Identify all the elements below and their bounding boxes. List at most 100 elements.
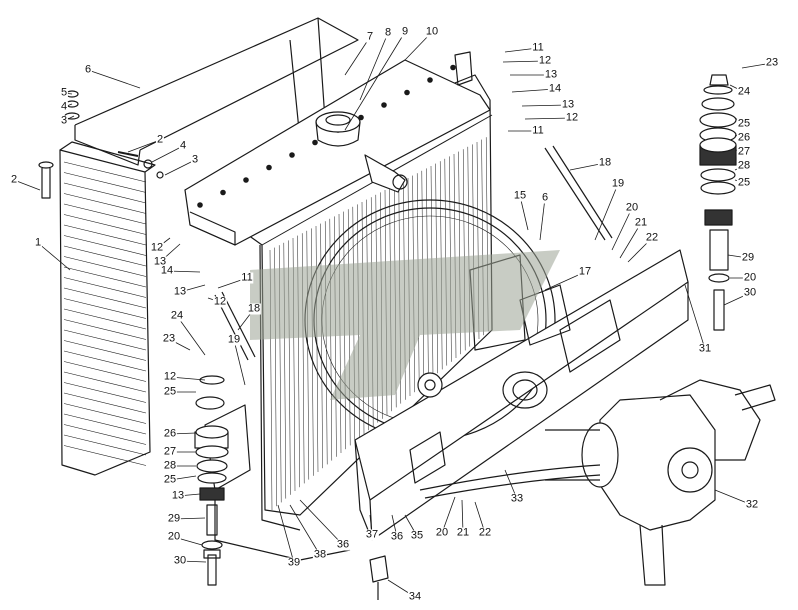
leader-line-13	[521, 104, 569, 107]
leader-line-12	[524, 117, 573, 120]
grille-slat	[63, 298, 147, 319]
callout-31: 31	[697, 342, 713, 355]
grille-slat	[63, 308, 147, 330]
leader-line-4	[151, 145, 184, 163]
grille-slat	[63, 319, 147, 340]
callout-19: 19	[610, 177, 626, 190]
mounting-lug	[454, 51, 473, 86]
leader-line-1	[37, 242, 71, 271]
callout-38: 38	[312, 548, 328, 561]
callout-5: 5	[59, 86, 69, 99]
grille-slat	[63, 361, 147, 382]
core-fin	[320, 223, 323, 469]
callout-19: 19	[226, 333, 242, 346]
tank-bolt	[220, 189, 226, 196]
callout-12: 12	[537, 54, 553, 67]
callout-29: 29	[166, 512, 182, 525]
frame-rail	[354, 249, 689, 541]
callout-22: 22	[644, 231, 660, 244]
callout-30: 30	[742, 286, 758, 299]
right-mount-stack	[699, 74, 737, 331]
callout-2: 2	[155, 133, 165, 146]
lower-hose	[419, 464, 601, 491]
callout-28: 28	[162, 459, 178, 472]
callout-25: 25	[736, 117, 752, 130]
callout-17: 17	[577, 265, 593, 278]
callout-12: 12	[564, 111, 580, 124]
callout-6: 6	[540, 191, 550, 204]
callout-25: 25	[736, 176, 752, 189]
tank-bolt	[266, 164, 272, 171]
callout-29: 29	[740, 251, 756, 264]
callout-20: 20	[434, 526, 450, 539]
leader-line-19	[594, 183, 619, 241]
callout-13: 13	[170, 489, 186, 502]
leader-line-21	[619, 222, 642, 259]
callout-20: 20	[742, 271, 758, 284]
grille-slat	[63, 329, 147, 351]
callout-3: 3	[190, 153, 200, 166]
tank-bolt	[197, 202, 203, 208]
grille-slat	[63, 214, 147, 235]
tank-bolt	[358, 114, 364, 121]
radiator-grille	[59, 141, 156, 476]
callout-37: 37	[364, 528, 380, 541]
left-mount-stack	[194, 375, 229, 586]
tie-rod-right	[544, 147, 606, 241]
leader-line-14	[511, 88, 556, 93]
callout-11: 11	[531, 41, 545, 54]
filler-neck	[315, 111, 361, 147]
callout-21: 21	[455, 526, 471, 539]
core-fin	[329, 218, 333, 461]
callout-7: 7	[365, 30, 375, 43]
callout-4: 4	[59, 100, 69, 113]
leader-line-6	[539, 197, 546, 241]
grille-slat	[63, 287, 147, 309]
grille-slat	[63, 203, 147, 225]
leader-line-31	[684, 284, 706, 350]
callout-3: 3	[59, 114, 69, 127]
callout-39: 39	[286, 556, 302, 569]
leader-line-36	[299, 499, 344, 546]
power-steering-pump	[545, 379, 776, 586]
callout-6: 6	[83, 63, 93, 76]
callout-14: 14	[547, 82, 563, 95]
grille-slat	[63, 434, 147, 456]
grille-slat	[63, 256, 147, 277]
callout-27: 27	[736, 145, 752, 158]
grille-slat	[63, 392, 147, 414]
small-hardware-left	[38, 90, 164, 199]
tank-bolt	[450, 64, 456, 71]
leader-line-38	[289, 504, 321, 556]
grille-slat	[63, 161, 147, 183]
callout-13: 13	[172, 285, 188, 298]
callout-23: 23	[764, 56, 780, 69]
tank-bolt	[381, 102, 387, 108]
tank-bolt	[404, 89, 410, 96]
core-fin	[324, 221, 328, 465]
callout-20: 20	[166, 530, 182, 543]
callout-27: 27	[162, 445, 178, 458]
grille-slat	[63, 193, 147, 214]
watermark-logo	[250, 250, 560, 400]
callout-28: 28	[736, 159, 752, 172]
callout-36: 36	[335, 538, 351, 551]
grille-slat	[63, 424, 147, 445]
callout-22: 22	[477, 526, 493, 539]
leader-line-2	[13, 179, 41, 191]
callout-13: 13	[152, 255, 168, 268]
grille-slat	[63, 172, 147, 193]
grille-slat	[63, 340, 147, 361]
callout-24: 24	[169, 309, 185, 322]
callout-30: 30	[172, 554, 188, 567]
callout-32: 32	[744, 498, 760, 511]
grille-slat	[63, 403, 147, 424]
leader-line-8	[359, 32, 389, 101]
tank-bolt	[427, 77, 433, 83]
leader-line-7	[344, 36, 371, 76]
drain-cock	[369, 555, 389, 600]
callout-36: 36	[389, 530, 405, 543]
callout-12: 12	[162, 370, 178, 383]
